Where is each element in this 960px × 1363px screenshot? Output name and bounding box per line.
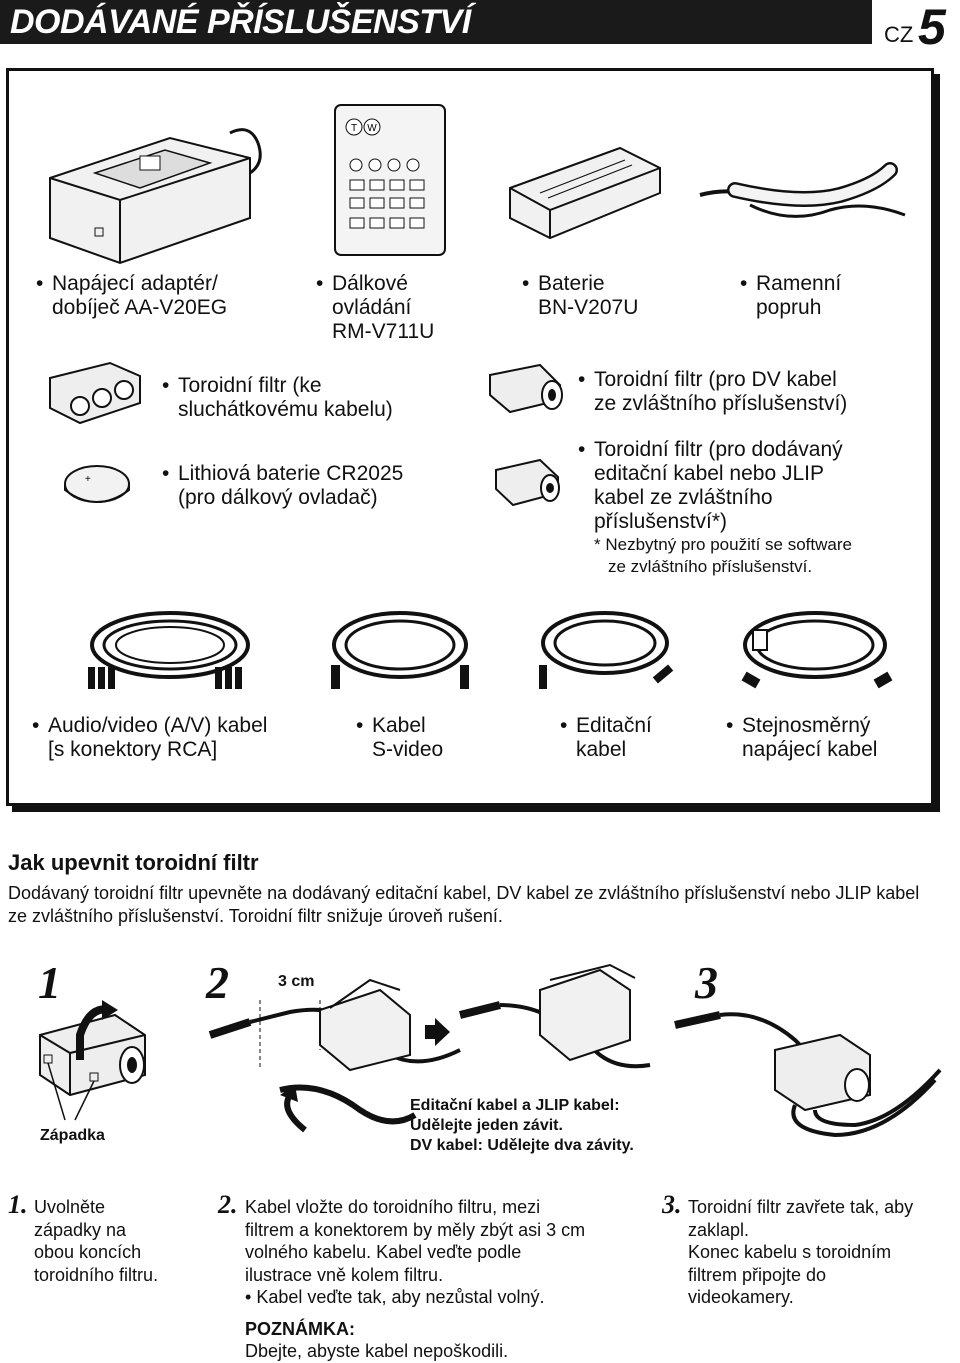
strap-label: • Ramenní popruh xyxy=(740,272,842,319)
edit-cable-label: • Editační kabel xyxy=(560,714,652,761)
page-number: 5 xyxy=(918,0,946,55)
page-title: DODÁVANÉ PŘÍSLUŠENSTVÍ xyxy=(10,3,471,41)
shoulder-strap-illustration xyxy=(699,162,906,218)
figure-number-2: 2 xyxy=(206,957,229,1008)
svg-text:+: + xyxy=(85,474,91,485)
core-filter-dv-illustration xyxy=(489,363,563,414)
language-code: CZ xyxy=(884,22,914,47)
step-2-bullet: Kabel veďte tak, aby nezůstal volný. xyxy=(256,1287,545,1307)
footnote: * Nezbytný pro použití se software ze zv… xyxy=(594,535,852,576)
step-2-text: Kabel vložte do toroidního filtru, mezi … xyxy=(245,1197,586,1361)
core-edit-label: • Toroidní filtr (pro dodávaný editační … xyxy=(578,438,843,533)
figure-number-1: 1 xyxy=(38,957,61,1008)
av-cable-label: • Audio/video (A/V) kabel [s konektory R… xyxy=(32,714,268,761)
remote-key-w: W xyxy=(367,123,377,134)
battery-label: • Baterie BN-V207U xyxy=(522,272,639,319)
core-dv-label: • Toroidní filtr (pro DV kabel ze zvlášt… xyxy=(578,368,848,415)
dc-cable-illustration xyxy=(741,611,893,689)
figure-1-illustration xyxy=(39,1000,146,1121)
figure-3-illustration xyxy=(674,1011,942,1138)
lithium-battery-illustration: + xyxy=(64,465,130,503)
core-filter-edit-illustration xyxy=(495,458,560,507)
battery-illustration xyxy=(509,146,661,240)
step-1-number: 1. xyxy=(8,1190,28,1219)
remote-control-illustration: T W xyxy=(334,104,446,256)
step-2-number: 2. xyxy=(218,1190,238,1219)
step-3-number: 3. xyxy=(662,1190,682,1219)
svideo-cable-illustration xyxy=(331,611,469,689)
remote-label: • Dálkové ovládání RM-V711U xyxy=(316,272,435,343)
lithium-label: • Lithiová baterie CR2025 (pro dálkový o… xyxy=(162,462,404,509)
figure-number-3: 3 xyxy=(695,957,718,1008)
headphone-adapter-illustration xyxy=(49,361,141,425)
note-text: Dbejte, abyste kabel nepoškodili. xyxy=(245,1341,509,1361)
step-3-text: Toroidní filtr zavřete tak, aby zaklapl.… xyxy=(688,1197,914,1307)
latch-label: Západka xyxy=(40,1127,105,1144)
header-bar: DODÁVANÉ PŘÍSLUŠENSTVÍ xyxy=(0,0,872,44)
howto-title: Jak upevnit toroidní filtr xyxy=(8,850,259,875)
core-headphone-label: • Toroidní filtr (ke sluchátkovému kabel… xyxy=(162,374,393,421)
edit-cable-illustration xyxy=(539,611,674,689)
remote-key-t: T xyxy=(351,123,357,134)
howto-body: Dodávaný toroidní filtr upevněte na dodá… xyxy=(8,883,920,926)
winding-note-1: Editační kabel a JLIP kabel: xyxy=(410,1097,620,1114)
step-1-text: Uvolněte západky na obou koncích toroidn… xyxy=(34,1197,159,1285)
winding-note-2: Udělejte jeden závit. xyxy=(410,1117,563,1134)
av-cable-illustration xyxy=(88,611,250,689)
power-adapter-illustration xyxy=(49,128,262,265)
note-title: POZNÁMKA: xyxy=(245,1318,355,1339)
dimension-label: 3 cm xyxy=(278,972,315,992)
winding-note-3: DV kabel: Udělejte dva závity. xyxy=(410,1137,634,1154)
dc-cable-label: • Stejnosměrný napájecí kabel xyxy=(726,714,878,761)
adapter-label: • Napájecí adaptér/ dobíječ AA-V20EG xyxy=(36,272,228,319)
svideo-label: • Kabel S-video xyxy=(356,714,444,761)
